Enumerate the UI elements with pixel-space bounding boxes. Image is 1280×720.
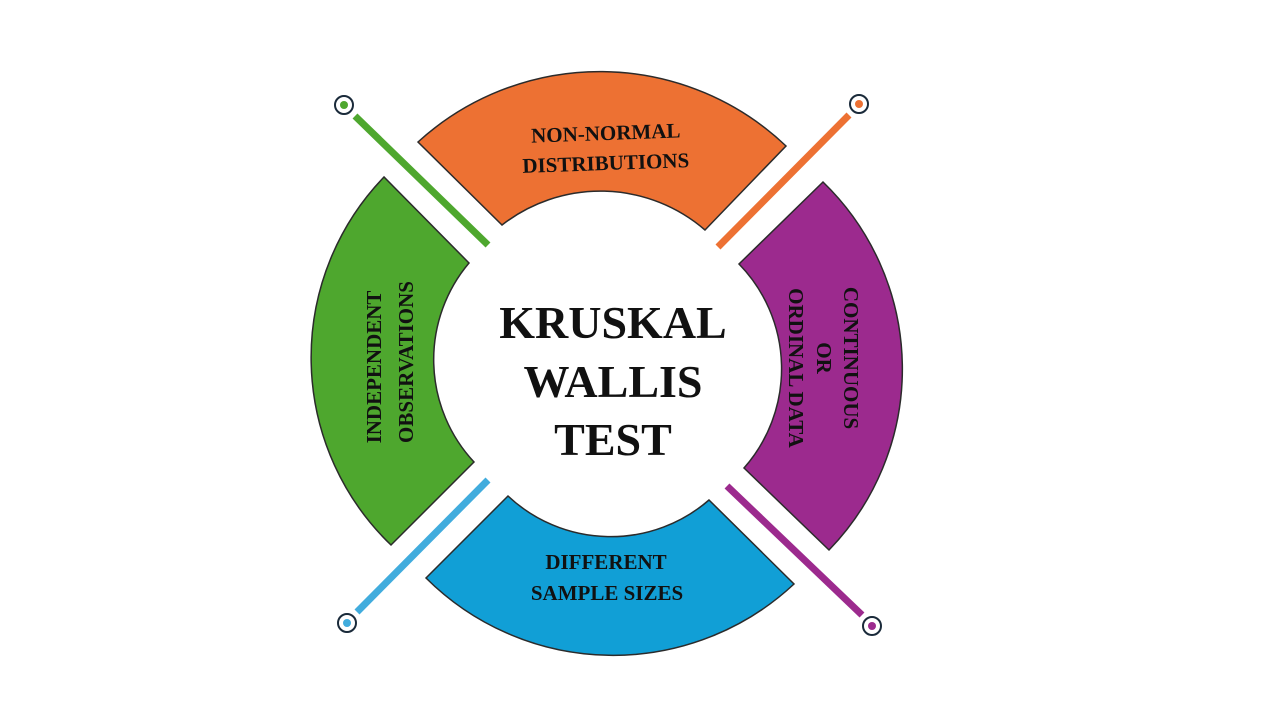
connector-dot-inner	[855, 100, 863, 108]
segment-right-line-3: ORDINAL DATA	[784, 288, 808, 448]
connector-line	[354, 477, 491, 615]
segment-left-line-2: OBSERVATIONS	[394, 281, 418, 443]
connector-bottom-left	[337, 477, 491, 633]
connector-dot-inner	[868, 622, 876, 630]
connector-line	[352, 113, 491, 248]
segment-right	[737, 180, 904, 552]
segment-bottom-line-1: DIFFERENT	[545, 550, 666, 574]
center-title: KRUSKAL WALLIS TEST	[499, 297, 726, 465]
segment-left-label: INDEPENDENT OBSERVATIONS	[362, 281, 418, 443]
segment-right-line-2: OR	[812, 342, 836, 374]
segment-right-label: CONTINUOUS OR ORDINAL DATA	[784, 287, 863, 449]
segment-top-label: NON-NORMAL DISTRIBUTIONS	[522, 118, 690, 178]
segment-bottom-line-2: SAMPLE SIZES	[531, 581, 683, 605]
segment-left	[310, 175, 476, 547]
connector-line	[715, 112, 852, 250]
connector-dot-inner	[343, 619, 351, 627]
segment-top	[416, 70, 788, 232]
connector-top-right	[715, 94, 869, 250]
segment-bottom	[424, 494, 796, 657]
center-title-line-1: KRUSKAL	[499, 297, 726, 348]
segment-top-line-2: DISTRIBUTIONS	[522, 148, 690, 178]
segment-left-line-1: INDEPENDENT	[362, 291, 386, 444]
connector-line	[724, 483, 865, 618]
connector-bottom-right	[724, 483, 882, 636]
segment-bottom-label: DIFFERENT SAMPLE SIZES	[531, 550, 683, 605]
connector-dot-inner	[340, 101, 348, 109]
segment-top-line-1: NON-NORMAL	[531, 118, 681, 147]
center-title-line-2: WALLIS	[524, 356, 703, 407]
segment-right-line-1: CONTINUOUS	[839, 287, 863, 429]
center-title-line-3: TEST	[554, 414, 672, 465]
connector-top-left	[334, 95, 491, 248]
